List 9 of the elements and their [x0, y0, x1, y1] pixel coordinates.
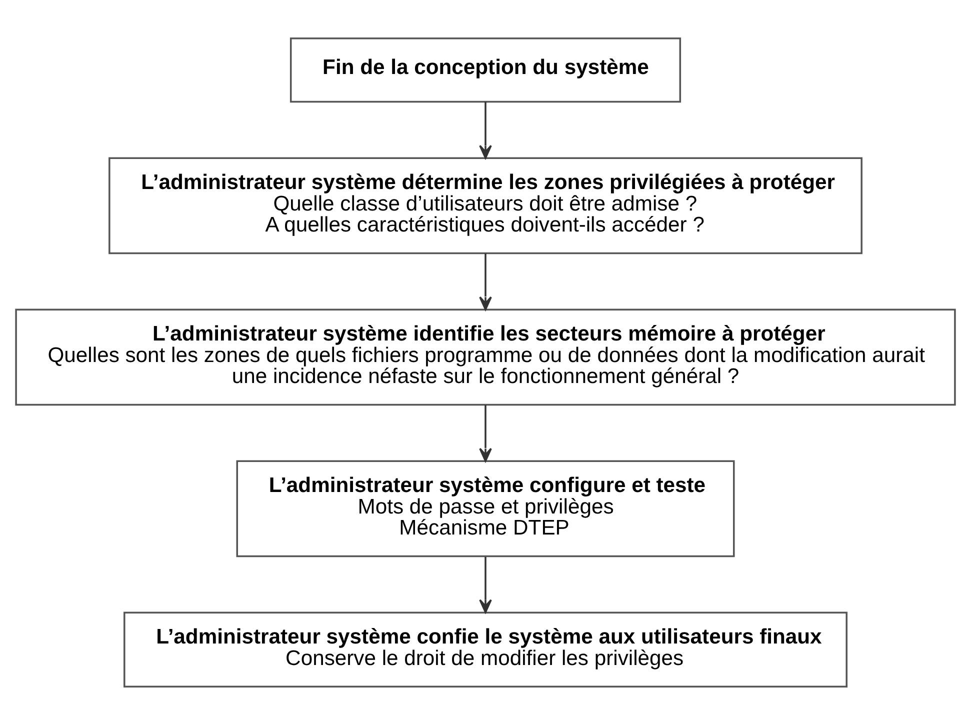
- arrow: [478, 254, 492, 310]
- node-box: L’administrateur système configure et teste Mots de passe et privilèges Mécanisme DTEP: [236, 460, 734, 558]
- node-box: L’administrateur système détermine les zones privilégiées à protéger Quelle classe d’utilisateurs doit être admise ? A quelles caractéristiques doivent-ils accéder ?: [108, 157, 862, 254]
- arrow: [478, 102, 492, 159]
- node-box: L’administrateur système identifie les secteurs mémoire à protéger Quelles sont les zones de quels fichiers programme ou de données dont la modification aurait une incidence néfaste sur le fonctionnement général ?: [14, 308, 956, 406]
- arrow: [478, 557, 492, 614]
- node-box: L’administrateur système confie le système aux utilisateurs finaux Conserve le droit de modifier les privilèges: [123, 612, 847, 688]
- node-box: Fin de la conception du système: [289, 38, 681, 103]
- arrow: [478, 405, 492, 462]
